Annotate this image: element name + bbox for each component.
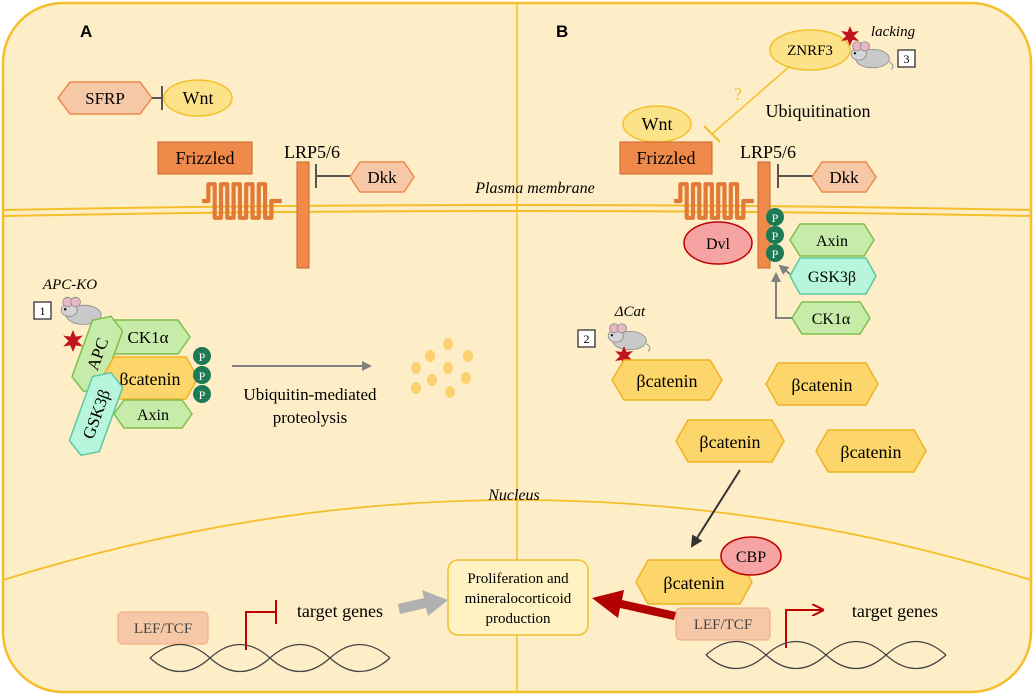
lef-tcf-a: LEF/TCF <box>117 611 209 645</box>
svg-text:Dkk: Dkk <box>829 168 859 187</box>
active-promoter-b <box>785 610 822 648</box>
outcome-box: Proliferation and mineralocorticoid prod… <box>447 559 589 636</box>
question-mark: ? <box>734 84 742 104</box>
svg-text:P: P <box>772 229 779 243</box>
lrp-label-a: LRP5/6 <box>284 142 340 162</box>
gsk3b-protein-b: GSK3β <box>789 257 877 295</box>
svg-text:P: P <box>772 211 779 225</box>
mouse-number-box <box>577 329 596 348</box>
ck1a-protein-a: CK1α <box>99 319 191 355</box>
svg-text:Axin: Axin <box>816 233 848 250</box>
svg-text:Dvl: Dvl <box>706 236 731 253</box>
svg-text:CBP: CBP <box>736 549 766 566</box>
mouse-number: 1 <box>40 304 46 318</box>
phosphorylation-arrows <box>771 264 792 319</box>
phospho-groups-a: P P P <box>193 347 211 403</box>
cbp-protein: CBP <box>720 536 782 576</box>
svg-text:Proliferation and: Proliferation and <box>467 571 569 587</box>
bcatenin-free-3: βcatenin <box>675 419 785 463</box>
znrf3-protein: ZNRF3 <box>769 29 851 71</box>
svg-text:P: P <box>199 350 206 364</box>
nucleus-envelope <box>2 499 1032 581</box>
target-genes-b: target genes <box>852 601 938 621</box>
wnt-ligand-b: Wnt <box>622 105 692 143</box>
bcatenin-free-1: βcatenin <box>611 359 723 401</box>
repressed-promoter-a <box>245 600 277 650</box>
dvl-protein: Dvl <box>683 221 753 265</box>
znrf3-inhibition <box>711 65 791 135</box>
lacking-label: lacking <box>871 24 916 40</box>
gray-block-arrow <box>398 590 448 616</box>
svg-text:βcatenin: βcatenin <box>791 375 852 395</box>
mouse-number-box <box>897 49 916 68</box>
ck1a-protein-b: CK1α <box>791 301 871 335</box>
inhibition-bar <box>703 125 721 143</box>
svg-text:βcatenin: βcatenin <box>636 371 697 391</box>
plasma-membrane-label: Plasma membrane <box>474 180 595 197</box>
svg-text:Frizzled: Frizzled <box>176 148 235 168</box>
red-block-arrow <box>592 590 676 620</box>
svg-text:LEF/TCF: LEF/TCF <box>694 617 752 633</box>
bcatenin-free-2: βcatenin <box>765 362 879 406</box>
svg-text:production: production <box>486 611 551 627</box>
svg-text:Wnt: Wnt <box>642 114 673 134</box>
svg-text:CK1α: CK1α <box>127 328 168 347</box>
svg-text:Axin: Axin <box>137 407 169 424</box>
svg-text:βcatenin: βcatenin <box>840 442 901 462</box>
frizzled-receptor-a: Frizzled <box>157 141 253 175</box>
svg-text:LEF/TCF: LEF/TCF <box>134 621 192 637</box>
mouse-number-box <box>33 301 52 320</box>
proteolysis-label-line1: Ubiquitin-mediated <box>243 385 377 404</box>
svg-text:CK1α: CK1α <box>812 311 851 328</box>
dcat-label: ΔCat <box>614 304 646 320</box>
mouse-number: 3 <box>904 52 910 66</box>
dna-helix-a <box>149 644 391 672</box>
proteolysis-label-line2: proteolysis <box>273 408 348 427</box>
svg-text:βcatenin: βcatenin <box>663 573 724 593</box>
apc-ko-label: APC-KO <box>42 277 97 293</box>
axin-protein-b: Axin <box>789 223 875 257</box>
svg-text:Dkk: Dkk <box>367 168 397 187</box>
frizzled-receptor-b: Frizzled <box>619 141 713 175</box>
svg-text:SFRP: SFRP <box>85 89 125 108</box>
bcatenin-protein-a: βcatenin <box>101 356 199 400</box>
lef-tcf-b: LEF/TCF <box>675 607 771 641</box>
svg-text:P: P <box>772 247 779 261</box>
dkk-protein-b: Dkk <box>811 161 877 193</box>
panel-b-label: B <box>556 22 568 41</box>
sfrp-protein: SFRP <box>57 81 153 115</box>
lrp-label-b: LRP5/6 <box>740 142 796 162</box>
svg-text:P: P <box>199 388 206 402</box>
target-genes-a: target genes <box>297 601 383 621</box>
axin-protein-a: Axin <box>113 399 193 429</box>
svg-text:ZNRF3: ZNRF3 <box>787 43 833 59</box>
degraded-fragments <box>411 338 473 398</box>
lrp-receptor-a <box>296 161 310 269</box>
ubiquitination-label: Ubiquitination <box>766 101 871 121</box>
apc-protein-a: APC <box>71 315 124 393</box>
wnt-ligand-a: Wnt <box>163 79 233 117</box>
bcatenin-free-4: βcatenin <box>815 429 927 473</box>
plasma-membrane <box>2 204 1032 217</box>
svg-text:mineralocorticoid: mineralocorticoid <box>465 591 572 607</box>
mouse-number: 2 <box>584 332 590 346</box>
nuclear-translocation-arrow <box>690 469 741 548</box>
dkk-protein-a: Dkk <box>349 161 415 193</box>
svg-text:βcatenin: βcatenin <box>119 369 180 389</box>
svg-text:P: P <box>199 369 206 383</box>
svg-text:Frizzled: Frizzled <box>637 148 696 168</box>
panel-a-label: A <box>80 22 92 41</box>
dna-helix-b <box>705 641 947 669</box>
svg-text:Wnt: Wnt <box>183 88 214 108</box>
svg-text:βcatenin: βcatenin <box>699 432 760 452</box>
phospho-groups-b: P P P <box>766 208 784 262</box>
svg-text:GSK3β: GSK3β <box>808 269 856 286</box>
nucleus-label: Nucleus <box>487 487 540 504</box>
